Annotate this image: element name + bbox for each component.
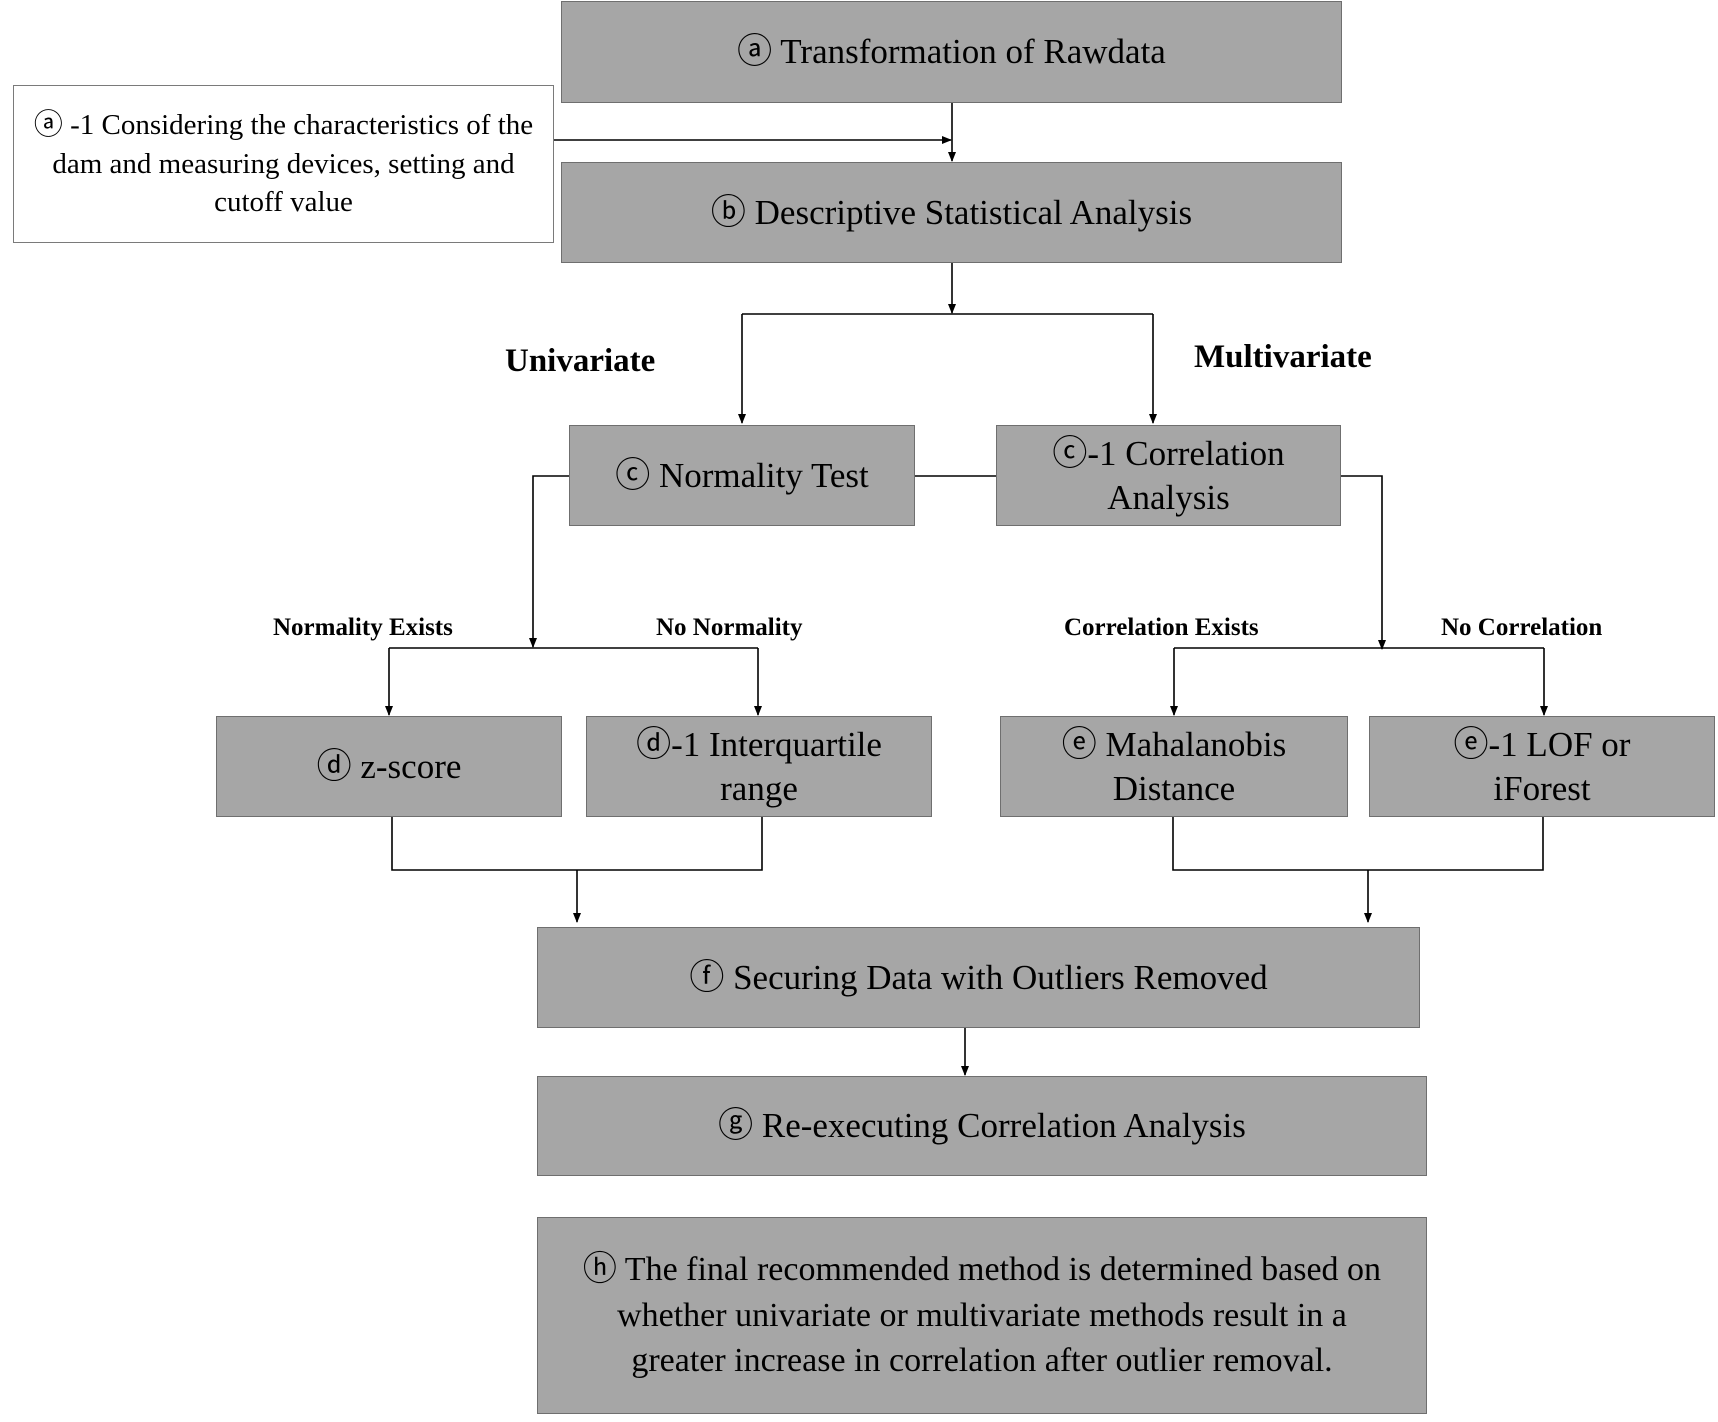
node-re-executing-correlation-text: ⓖ Re-executing Correlation Analysis [718, 1106, 1246, 1146]
label-normality-exists: Normality Exists [273, 614, 453, 641]
label-no-normality: No Normality [656, 614, 803, 641]
label-multivariate: Multivariate [1194, 339, 1372, 375]
line-multivariate-merge [1172, 817, 1544, 871]
node-mahalanobis-distance-text: ⓔ Mahalanobis Distance [1061, 724, 1287, 808]
node-transformation-of-rawdata-text: ⓐ Transformation of Rawdata [737, 32, 1166, 72]
node-z-score-text: ⓓ z-score [316, 746, 462, 786]
node-normality-test-text: ⓒ Normality Test [615, 455, 869, 495]
node-re-executing-correlation: ⓖ Re-executing Correlation Analysis [537, 1076, 1427, 1176]
label-correlation-exists: Correlation Exists [1064, 614, 1259, 641]
node-correlation-analysis-text: ⓒ-1 Correlation Analysis [1052, 433, 1285, 517]
node-z-score: ⓓ z-score [216, 716, 562, 817]
label-no-correlation: No Correlation [1441, 614, 1603, 641]
node-interquartile-range-text: ⓓ-1 Interquartile range [636, 724, 882, 808]
node-cutoff-value-setting: ⓐ -1 Considering the characteristics of … [13, 85, 554, 243]
arrow-c-to-branch [529, 475, 569, 648]
node-securing-data-text: ⓕ Securing Data with Outliers Removed [689, 957, 1268, 997]
node-normality-test: ⓒ Normality Test [569, 425, 915, 526]
node-final-recommended-method-text: ⓗ The final recommended method is determ… [582, 1250, 1382, 1380]
node-mahalanobis-distance: ⓔ Mahalanobis Distance [1000, 716, 1348, 817]
node-lof-or-iforest: ⓔ-1 LOF or iForest [1369, 716, 1715, 817]
node-final-recommended-method: ⓗ The final recommended method is determ… [537, 1217, 1427, 1414]
label-univariate: Univariate [505, 343, 656, 379]
node-descriptive-statistical-analysis-text: ⓑ Descriptive Statistical Analysis [710, 192, 1193, 232]
node-cutoff-value-setting-text: ⓐ -1 Considering the characteristics of … [33, 109, 534, 219]
node-securing-data: ⓕ Securing Data with Outliers Removed [537, 927, 1420, 1028]
node-interquartile-range: ⓓ-1 Interquartile range [586, 716, 932, 817]
node-descriptive-statistical-analysis: ⓑ Descriptive Statistical Analysis [561, 162, 1342, 263]
node-lof-or-iforest-text: ⓔ-1 LOF or iForest [1453, 724, 1631, 808]
arrow-c1-to-branch [1341, 475, 1386, 650]
line-univariate-merge [391, 817, 763, 871]
node-correlation-analysis: ⓒ-1 Correlation Analysis [996, 425, 1341, 526]
node-transformation-of-rawdata: ⓐ Transformation of Rawdata [561, 1, 1342, 103]
